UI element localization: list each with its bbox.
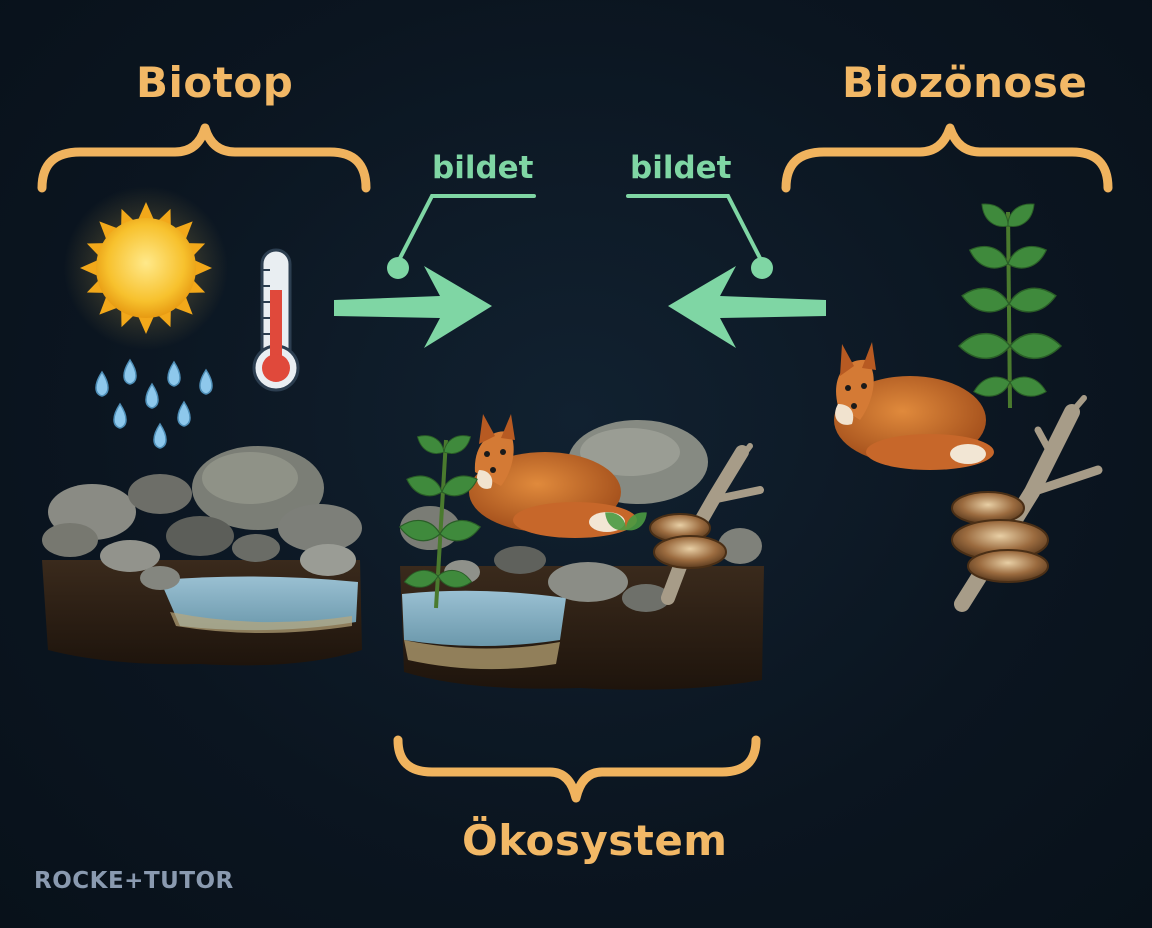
sun-icon bbox=[64, 186, 228, 350]
oekosystem-brace bbox=[393, 735, 761, 803]
arrow-right-icon bbox=[334, 266, 492, 348]
brand-logo: ROCKE+TUTOR bbox=[34, 868, 234, 894]
biotope-habitat-image bbox=[42, 446, 362, 666]
ecosystem-image bbox=[397, 414, 764, 690]
oekosystem-title: Ökosystem bbox=[462, 816, 728, 865]
bracket-fungus-image bbox=[951, 395, 1103, 612]
bildet-connector-left bbox=[387, 194, 536, 279]
biozoenose-brace bbox=[781, 123, 1113, 193]
biotop-title: Biotop bbox=[136, 58, 294, 107]
bildet-connector-right bbox=[626, 194, 773, 279]
bildet-label-right: bildet bbox=[630, 150, 732, 186]
fox-image bbox=[834, 342, 994, 470]
biozoenose-title: Biozönose bbox=[842, 58, 1088, 107]
bildet-label-left: bildet bbox=[432, 150, 534, 186]
arrow-left-icon bbox=[668, 266, 826, 348]
biotop-brace bbox=[37, 123, 371, 193]
nettle-plant-image bbox=[958, 197, 1062, 409]
raindrops-icon bbox=[95, 358, 213, 449]
thermometer-icon bbox=[252, 248, 300, 392]
